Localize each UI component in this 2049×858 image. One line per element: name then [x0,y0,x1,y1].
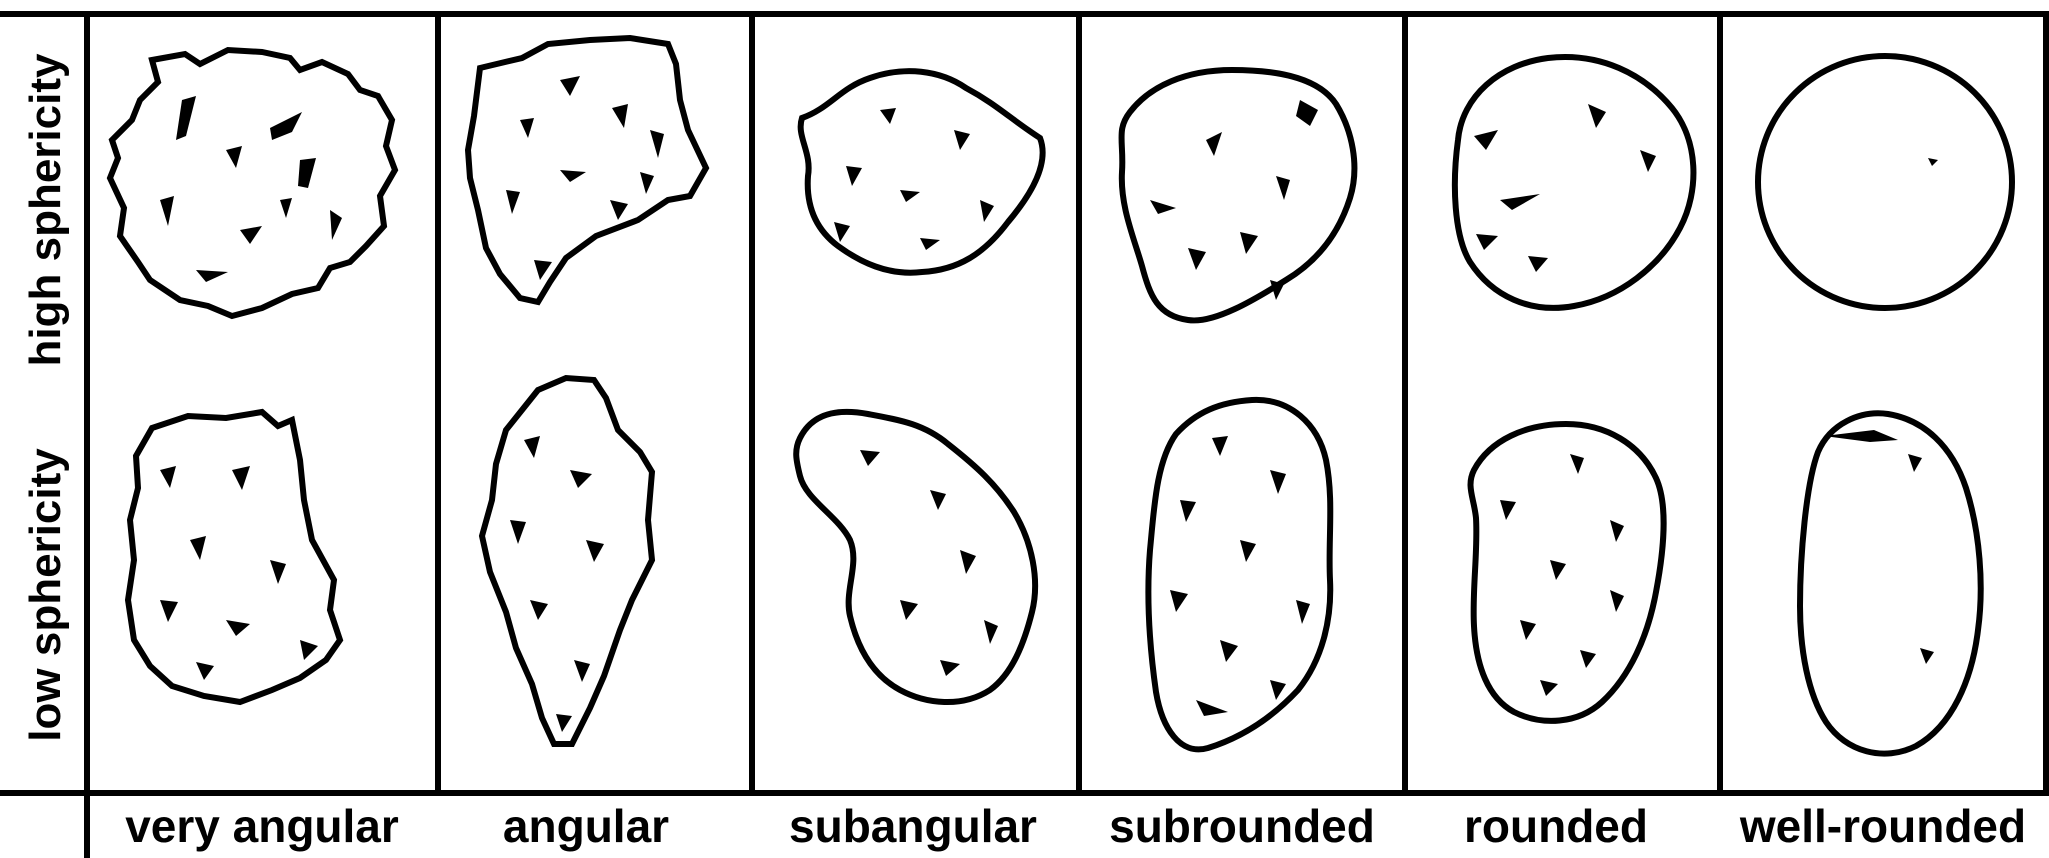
grain-angular-high-sphericity [468,38,706,302]
grain-rounded-high-sphericity [1455,57,1694,308]
grain-subrounded-low-sphericity [1148,400,1330,749]
grain-subrounded-high-sphericity [1122,70,1355,320]
col-label-well-rounded: well-rounded [1739,800,2026,852]
col-label-subrounded: subrounded [1109,800,1375,852]
grain-subangular-high-sphericity [801,71,1043,273]
col-label-subangular: subangular [789,800,1037,852]
col-label-rounded: rounded [1464,800,1648,852]
grain-very-angular-high-sphericity [110,50,395,316]
grain-well-rounded-low-sphericity [1800,413,1981,753]
grain-subangular-low-sphericity [796,412,1035,702]
col-label-angular: angular [503,800,669,852]
col-label-very-angular: very angular [125,800,399,852]
row-label-low-sphericity: low sphericity [21,448,70,742]
row-label-high-sphericity: high sphericity [21,53,70,366]
grain-rounded-low-sphericity [1471,424,1664,721]
grain-angular-low-sphericity [482,378,652,744]
grain-well-rounded-high-sphericity [1758,56,2012,308]
grain-very-angular-low-sphericity [128,412,340,702]
